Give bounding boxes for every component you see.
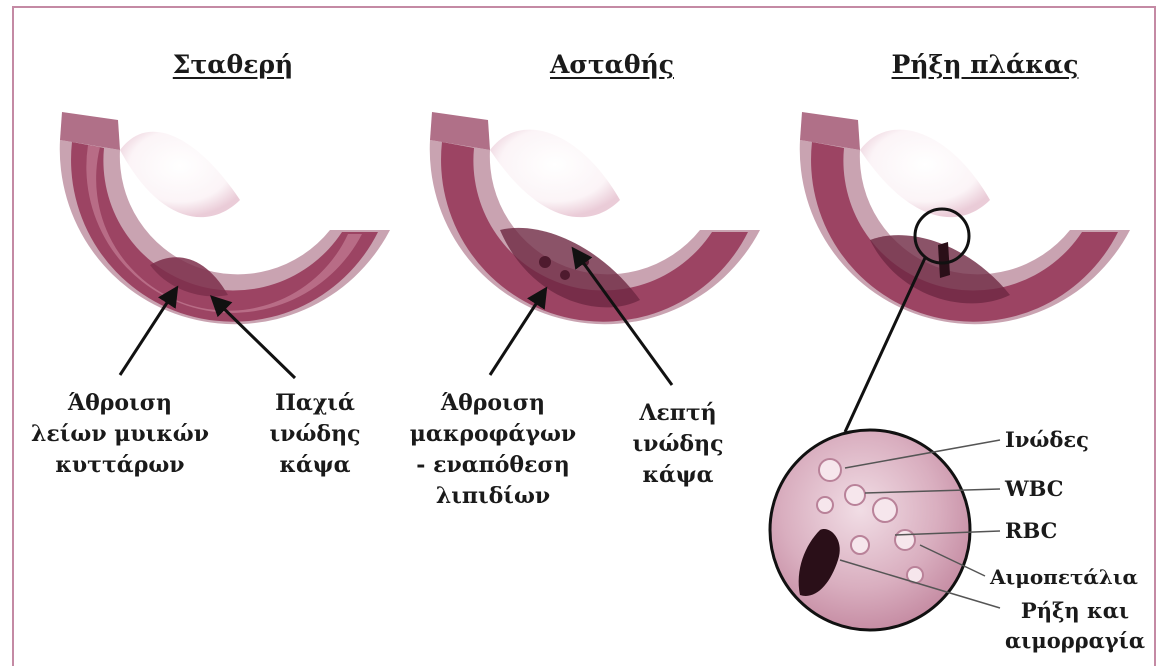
panel-title-stable: Σταθερή [173,50,293,79]
blood-cell [873,498,897,522]
label-wbc: WBC [1005,474,1063,504]
label-rbc: RBC [1005,516,1057,546]
label-thin-cap: Λεπτή ινώδης κάψα [633,398,724,491]
inset-circle [770,430,970,630]
vessel-stable [60,112,390,324]
vessel-lumen [490,130,620,218]
panel-title-unstable: Ασταθής [550,50,674,79]
panel-title-rupture: Ρήξη πλάκας [892,50,1079,79]
label-thick-cap: Παχιά ινώδης κάψα [270,388,361,481]
lipid-core-dot [560,270,570,280]
blood-cell [851,536,869,554]
label-macrophages: Άθροιση μακροφάγων - εναπόθεση λιπιδίων [410,388,576,512]
arrow-smooth-muscle [120,289,176,375]
vessel-unstable [430,112,760,324]
rupture-inset [770,430,970,630]
label-fibrin: Ινώδες [1005,425,1089,455]
lipid-core-dot [539,256,551,268]
arrow-macrophages [490,290,545,375]
blood-cell [845,485,865,505]
blood-cell [895,530,915,550]
rupture-thrombus [938,242,950,278]
blood-cell [817,497,833,513]
label-platelets: Αιμοπετάλια [990,562,1138,592]
label-smooth-muscle: Άθροιση λείων μυικών κυττάρων [31,388,209,481]
vessel-rupture [800,112,1130,324]
vessel-lumen [860,130,990,218]
vessel-lumen [120,132,240,217]
blood-cell [819,459,841,481]
label-rupture: Ρήξη και αιμορραγία [1005,596,1145,656]
